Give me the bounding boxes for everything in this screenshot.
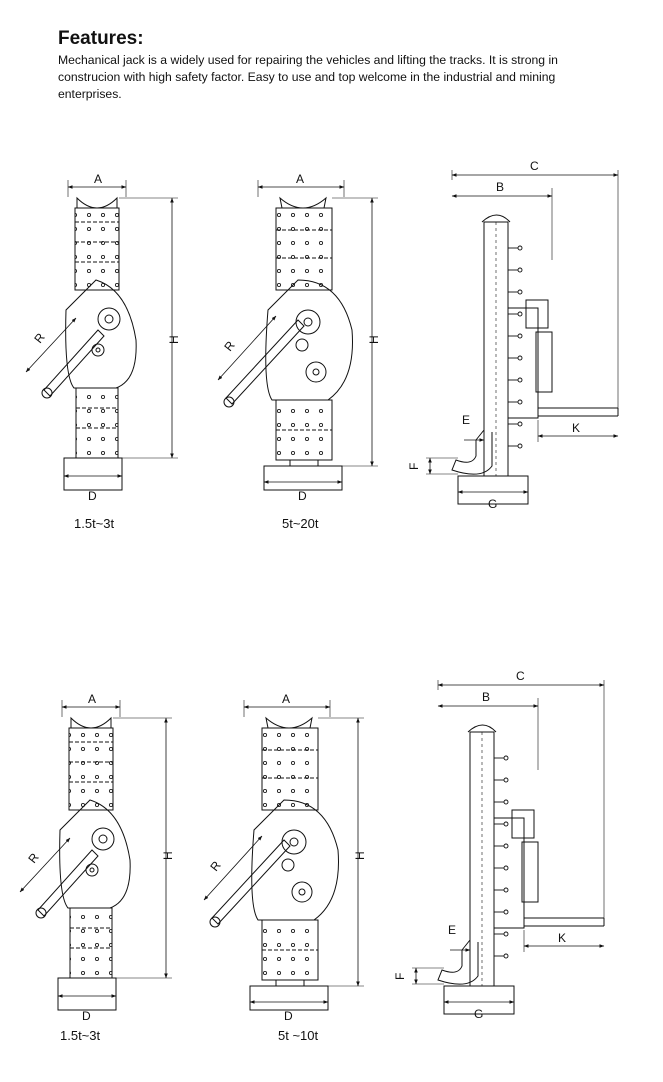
dim-label-b: B	[496, 180, 504, 194]
dim-label-h: H	[367, 335, 381, 344]
drawing-side-top: C B E F G K	[407, 159, 618, 511]
dim-label-a: A	[94, 172, 102, 186]
caption-2: 5t~20t	[282, 516, 319, 531]
dim-label-r: R	[25, 850, 42, 866]
drawing-front-small-bottom: A H R D	[20, 692, 175, 1023]
drawing-front-large-bottom: A H R D	[204, 692, 367, 1023]
drawing-front-small-top: A H R D	[26, 172, 181, 503]
dim-label-f: F	[407, 463, 421, 470]
dim-label-a: A	[282, 692, 290, 706]
dim-label-k: K	[572, 421, 580, 435]
features-heading: Features:	[58, 28, 144, 49]
drawing-side-bottom: C B E F G K	[393, 669, 604, 1021]
dim-label-d: D	[298, 489, 307, 503]
dim-label-h: H	[353, 851, 367, 860]
dim-label-g: G	[488, 497, 497, 511]
dim-label-d: D	[88, 489, 97, 503]
caption-5: 5t ~10t	[278, 1028, 319, 1043]
dim-label-a: A	[88, 692, 96, 706]
dim-label-d: D	[82, 1009, 91, 1023]
dim-label-h: H	[167, 335, 181, 344]
dim-label-e: E	[462, 413, 470, 427]
dim-label-g: G	[474, 1007, 483, 1021]
dim-label-h: H	[161, 851, 175, 860]
dim-label-f: F	[393, 973, 407, 980]
dim-label-c: C	[530, 159, 539, 173]
dim-label-r: R	[207, 858, 224, 874]
features-description: Mechanical jack is a widely used for rep…	[58, 53, 558, 101]
caption-1: 1.5t~3t	[74, 516, 115, 531]
dim-label-r: R	[221, 338, 238, 354]
dim-label-d: D	[284, 1009, 293, 1023]
caption-4: 1.5t~3t	[60, 1028, 101, 1043]
dim-label-e: E	[448, 923, 456, 937]
dim-label-r: R	[31, 330, 48, 346]
dim-label-b: B	[482, 690, 490, 704]
dim-label-c: C	[516, 669, 525, 683]
drawing-front-large-top: A H R D	[218, 172, 381, 503]
dim-label-a: A	[296, 172, 304, 186]
dim-label-k: K	[558, 931, 566, 945]
